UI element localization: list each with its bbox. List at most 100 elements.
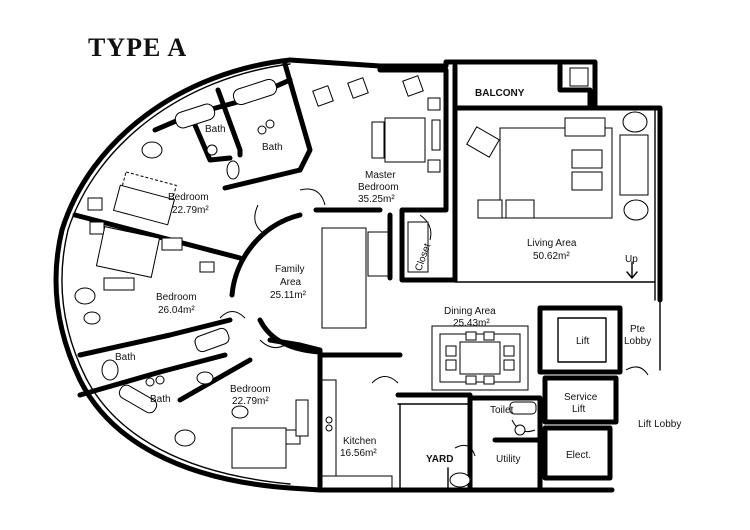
chair-icon <box>74 287 96 305</box>
chair-icon <box>465 331 477 341</box>
room-area: 22.79m² <box>172 205 209 216</box>
lamp-icon <box>427 159 441 173</box>
armchair-icon <box>477 199 503 219</box>
sofa-icon <box>564 117 606 137</box>
cabinet-icon <box>367 231 389 277</box>
chair-icon <box>312 85 334 107</box>
furniture <box>74 67 649 489</box>
room-area: 35.25m² <box>358 194 395 205</box>
sink-icon <box>145 377 155 387</box>
room-label: Bedroom <box>156 292 197 303</box>
room-label: Bedroom <box>230 384 271 395</box>
room-area: 22.79m² <box>232 396 269 407</box>
room-label: Kitchen <box>343 436 376 447</box>
room-label: Bath <box>205 124 226 135</box>
bathtub-icon <box>194 327 230 353</box>
room-area: 50.62m² <box>533 251 570 262</box>
room-label: Service <box>564 392 598 403</box>
sink-icon <box>257 125 267 135</box>
chair-icon <box>503 345 515 357</box>
sink-icon <box>155 375 165 385</box>
chair-icon <box>483 375 495 385</box>
room-label: YARD <box>426 454 453 465</box>
chair-icon <box>231 405 249 419</box>
nightstand-icon <box>161 237 183 251</box>
bed-icon <box>231 427 287 469</box>
basin-icon <box>449 472 471 488</box>
armchair-icon <box>571 149 603 169</box>
exterior-walls <box>53 57 663 493</box>
lamp-icon <box>427 97 441 111</box>
room-label: Bedroom <box>168 192 209 203</box>
chair-icon <box>483 331 495 341</box>
dining-table-icon <box>459 341 501 375</box>
up-arrow-icon <box>626 261 638 279</box>
room-label: Lift <box>572 404 586 415</box>
island-counter <box>321 227 367 329</box>
bathtub-icon <box>174 103 216 129</box>
bed-icon <box>112 184 176 226</box>
room-area: 25.11m² <box>270 290 307 301</box>
room-label: Living Area <box>527 238 577 249</box>
counter-icon <box>321 475 393 489</box>
chair-icon <box>347 77 369 99</box>
room-label: Lift Lobby <box>638 419 681 430</box>
room-label: Utility <box>496 454 520 465</box>
room-label: Bedroom <box>358 182 399 193</box>
nightstand-icon <box>199 261 215 273</box>
room-label: Bath <box>262 142 283 153</box>
plant-icon <box>622 111 648 133</box>
room-label: Dining Area <box>444 306 496 317</box>
sink-icon <box>206 144 218 156</box>
nightstand-icon <box>87 197 103 211</box>
dresser-icon <box>295 399 309 437</box>
room-label: Up <box>625 254 638 265</box>
chair-icon <box>174 429 196 447</box>
room-label: Area <box>280 277 302 288</box>
bed-icon <box>384 117 426 163</box>
room-area: 25.43m² <box>453 318 490 329</box>
armchair-icon <box>505 199 535 219</box>
bathtub-icon <box>232 78 278 106</box>
room-label: Bath <box>150 394 171 405</box>
chair-icon <box>503 359 515 371</box>
armchair-icon <box>571 171 603 191</box>
room-label: Lift <box>576 336 590 347</box>
chair-icon <box>465 375 477 385</box>
toilet-icon <box>141 141 163 159</box>
room-label: Elect. <box>566 450 591 461</box>
room-area: 16.56m² <box>340 448 377 459</box>
room-label: Lobby <box>624 336 651 347</box>
doors <box>219 188 649 457</box>
sink-icon <box>514 424 526 436</box>
toilet-icon <box>226 160 240 180</box>
plant-icon <box>623 199 649 221</box>
room-label: Pte <box>630 324 645 335</box>
planter-icon <box>569 67 589 87</box>
nightstand-icon <box>89 221 105 235</box>
stove-icon <box>325 424 333 432</box>
closet-box <box>407 221 429 273</box>
room-label: Bath <box>115 352 136 363</box>
sink-icon <box>265 119 275 129</box>
room-label: Toilet <box>490 405 514 416</box>
room-label: Master <box>365 170 396 181</box>
bed-icon <box>95 226 161 278</box>
plan-title: TYPE A <box>88 33 187 62</box>
room-area: 26.04m² <box>158 305 195 316</box>
bathtub-icon <box>118 384 158 414</box>
desk-icon <box>103 277 135 291</box>
toilet-icon <box>101 359 119 381</box>
chair-icon <box>445 359 457 371</box>
chair-icon <box>83 311 101 325</box>
bathtub-icon <box>509 401 537 415</box>
armchair-icon <box>466 126 500 158</box>
nightstand-icon <box>371 121 385 159</box>
room-label: BALCONY <box>475 88 525 99</box>
room-label: Family <box>275 264 304 275</box>
stove-icon <box>325 416 333 424</box>
toilet-icon <box>196 371 214 385</box>
chair-icon <box>402 75 424 97</box>
dresser-icon <box>431 119 441 151</box>
